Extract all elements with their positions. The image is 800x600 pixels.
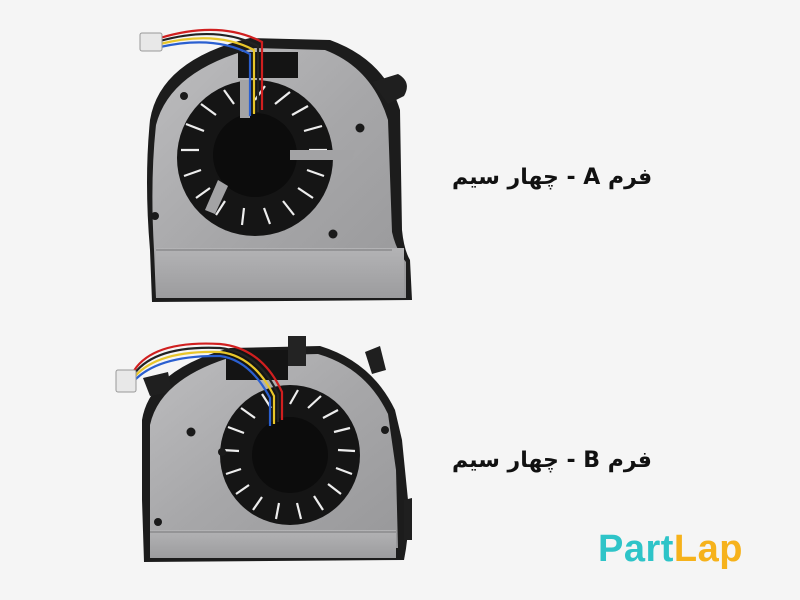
fan-b-connector bbox=[115, 369, 137, 393]
fan-a-label: فرم A - چهار سیم bbox=[452, 165, 653, 190]
fan-b-wires bbox=[131, 342, 284, 426]
fan-b-image bbox=[115, 336, 412, 562]
logo-lap-text: Lap bbox=[673, 528, 743, 570]
fan-a-blades bbox=[181, 85, 327, 226]
partlap-logo: PartLap bbox=[598, 528, 743, 571]
fan-a-wires bbox=[159, 28, 264, 116]
fan-a-connector bbox=[139, 32, 163, 52]
fan-b-blades bbox=[221, 389, 356, 520]
fan-b-label: فرم B - چهار سیم bbox=[452, 448, 652, 473]
logo-part-text: Part bbox=[598, 528, 674, 570]
fan-a-image bbox=[139, 28, 412, 302]
